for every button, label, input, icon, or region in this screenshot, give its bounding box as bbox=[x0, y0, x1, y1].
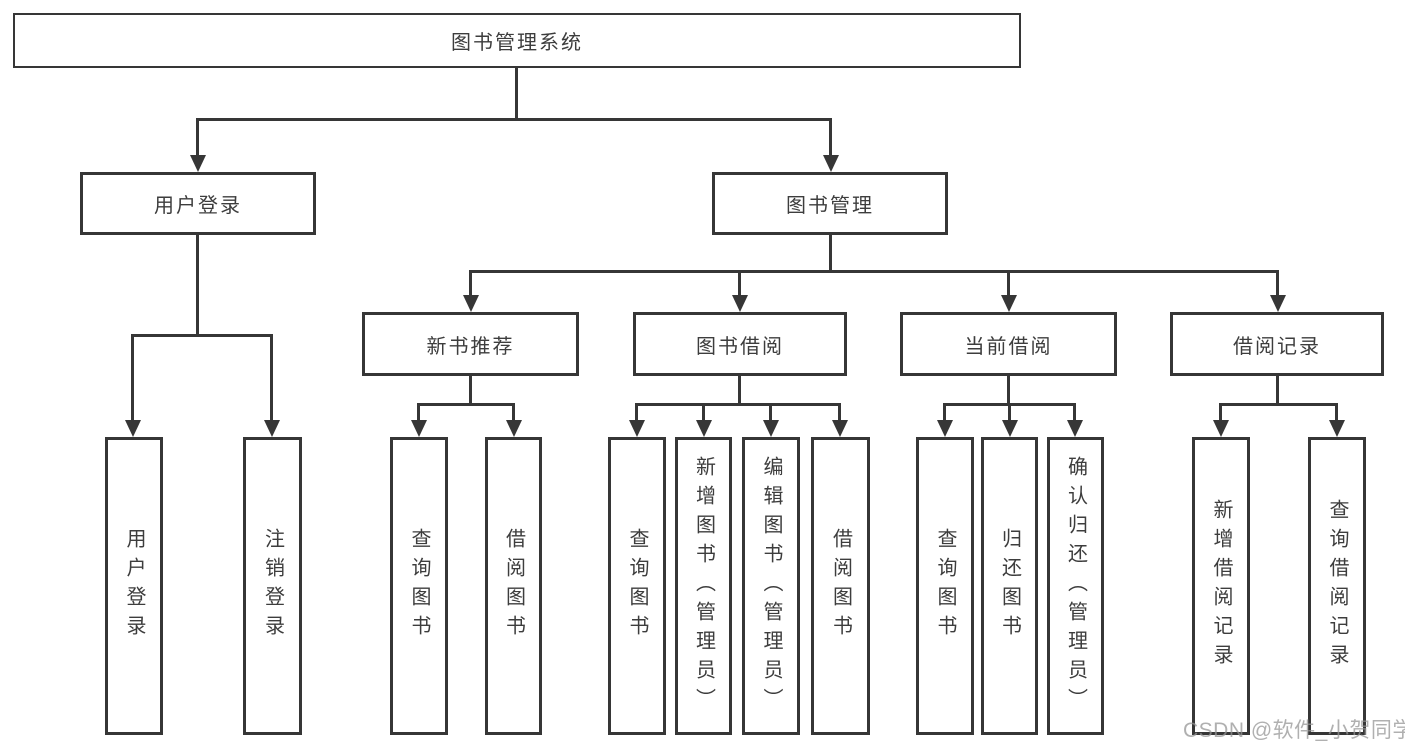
node-root-label: 图书管理系统 bbox=[451, 32, 583, 54]
arrowhead-icon bbox=[411, 420, 427, 437]
arrowhead-icon bbox=[1067, 420, 1083, 437]
connector-line bbox=[196, 118, 199, 156]
node-new-book-recommend: 新书推荐 bbox=[362, 312, 579, 376]
arrowhead-icon bbox=[1329, 420, 1345, 437]
connector-line bbox=[702, 403, 705, 422]
connector-line bbox=[270, 334, 273, 422]
leaf-query-book-3-label: 查询图书 bbox=[934, 528, 956, 644]
connector-line bbox=[417, 403, 420, 422]
connector-line bbox=[829, 118, 832, 156]
leaf-logout-label: 注销登录 bbox=[261, 528, 284, 644]
connector-line bbox=[469, 376, 472, 406]
leaf-query-book-1-label: 查询图书 bbox=[408, 528, 430, 644]
arrowhead-icon bbox=[1270, 295, 1286, 312]
arrowhead-icon bbox=[190, 155, 206, 172]
arrowhead-icon bbox=[629, 420, 645, 437]
arrowhead-icon bbox=[1001, 295, 1017, 312]
leaf-confirm-return-admin-label: 确认归还（管理员） bbox=[1064, 455, 1087, 717]
leaf-user-login: 用户登录 bbox=[105, 437, 163, 735]
node-user-login: 用户登录 bbox=[80, 172, 316, 235]
node-borrow-record-label: 借阅记录 bbox=[1233, 335, 1321, 358]
leaf-borrow-book-2-label: 借阅图书 bbox=[829, 528, 852, 644]
arrowhead-icon bbox=[125, 420, 141, 437]
leaf-edit-book-admin-label: 编辑图书（管理员） bbox=[760, 455, 782, 717]
connector-line bbox=[829, 235, 832, 273]
arrowhead-icon bbox=[832, 420, 848, 437]
arrowhead-icon bbox=[506, 420, 522, 437]
leaf-query-book-2-label: 查询图书 bbox=[626, 528, 648, 644]
arrowhead-icon bbox=[696, 420, 712, 437]
node-borrow-record: 借阅记录 bbox=[1170, 312, 1384, 376]
leaf-add-borrow-record: 新增借阅记录 bbox=[1192, 437, 1250, 735]
connector-line bbox=[1219, 403, 1337, 406]
connector-line bbox=[838, 403, 841, 422]
leaf-query-book-1: 查询图书 bbox=[390, 437, 448, 735]
connector-line bbox=[131, 334, 134, 422]
leaf-user-login-label: 用户登录 bbox=[123, 528, 145, 644]
connector-line bbox=[635, 403, 638, 422]
connector-line bbox=[1219, 403, 1222, 422]
connector-line bbox=[635, 403, 840, 406]
connector-line bbox=[738, 270, 741, 298]
node-book-management-label: 图书管理 bbox=[786, 195, 874, 217]
connector-line bbox=[196, 118, 832, 121]
connector-line bbox=[769, 403, 772, 422]
connector-line bbox=[1008, 403, 1011, 422]
arrowhead-icon bbox=[937, 420, 953, 437]
csdn-watermark: CSDN @软件_小贺同学 bbox=[1183, 719, 1405, 742]
connector-line bbox=[512, 403, 515, 422]
node-current-borrow-label: 当前借阅 bbox=[964, 335, 1053, 358]
node-book-borrow: 图书借阅 bbox=[633, 312, 847, 376]
arrowhead-icon bbox=[763, 420, 779, 437]
leaf-query-book-3: 查询图书 bbox=[916, 437, 974, 735]
leaf-add-book-admin-label: 新增图书（管理员） bbox=[692, 455, 715, 717]
leaf-return-book-label: 归还图书 bbox=[998, 528, 1021, 644]
leaf-return-book: 归还图书 bbox=[981, 437, 1038, 735]
leaf-query-book-2: 查询图书 bbox=[608, 437, 666, 735]
connector-line bbox=[1007, 376, 1010, 406]
connector-line bbox=[469, 270, 1279, 273]
connector-line bbox=[943, 403, 946, 422]
leaf-confirm-return-admin: 确认归还（管理员） bbox=[1047, 437, 1104, 735]
node-book-borrow-label: 图书借阅 bbox=[696, 335, 784, 358]
arrowhead-icon bbox=[823, 155, 839, 172]
leaf-borrow-book-2: 借阅图书 bbox=[811, 437, 870, 735]
connector-line bbox=[417, 403, 515, 406]
connector-line bbox=[131, 334, 273, 337]
node-user-login-label: 用户登录 bbox=[154, 195, 242, 217]
arrowhead-icon bbox=[264, 420, 280, 437]
connector-line bbox=[515, 68, 518, 121]
node-book-management: 图书管理 bbox=[712, 172, 948, 235]
arrowhead-icon bbox=[732, 295, 748, 312]
connector-line bbox=[196, 235, 199, 337]
connector-line bbox=[1335, 403, 1338, 422]
node-root: 图书管理系统 bbox=[13, 13, 1021, 68]
leaf-logout: 注销登录 bbox=[243, 437, 302, 735]
connector-line bbox=[1276, 376, 1279, 406]
leaf-query-borrow-record: 查询借阅记录 bbox=[1308, 437, 1366, 735]
leaf-edit-book-admin: 编辑图书（管理员） bbox=[742, 437, 800, 735]
connector-line bbox=[1073, 403, 1076, 422]
node-current-borrow: 当前借阅 bbox=[900, 312, 1117, 376]
connector-line bbox=[1276, 270, 1279, 298]
arrowhead-icon bbox=[1002, 420, 1018, 437]
connector-line bbox=[738, 376, 741, 406]
leaf-add-book-admin: 新增图书（管理员） bbox=[675, 437, 732, 735]
connector-line bbox=[1007, 270, 1010, 298]
node-new-book-recommend-label: 新书推荐 bbox=[426, 335, 515, 358]
arrowhead-icon bbox=[1213, 420, 1229, 437]
leaf-query-borrow-record-label: 查询借阅记录 bbox=[1326, 499, 1348, 673]
leaf-borrow-book-1: 借阅图书 bbox=[485, 437, 542, 735]
connector-line bbox=[469, 270, 472, 298]
arrowhead-icon bbox=[463, 295, 479, 312]
leaf-borrow-book-1-label: 借阅图书 bbox=[502, 528, 525, 644]
leaf-add-borrow-record-label: 新增借阅记录 bbox=[1210, 499, 1232, 673]
